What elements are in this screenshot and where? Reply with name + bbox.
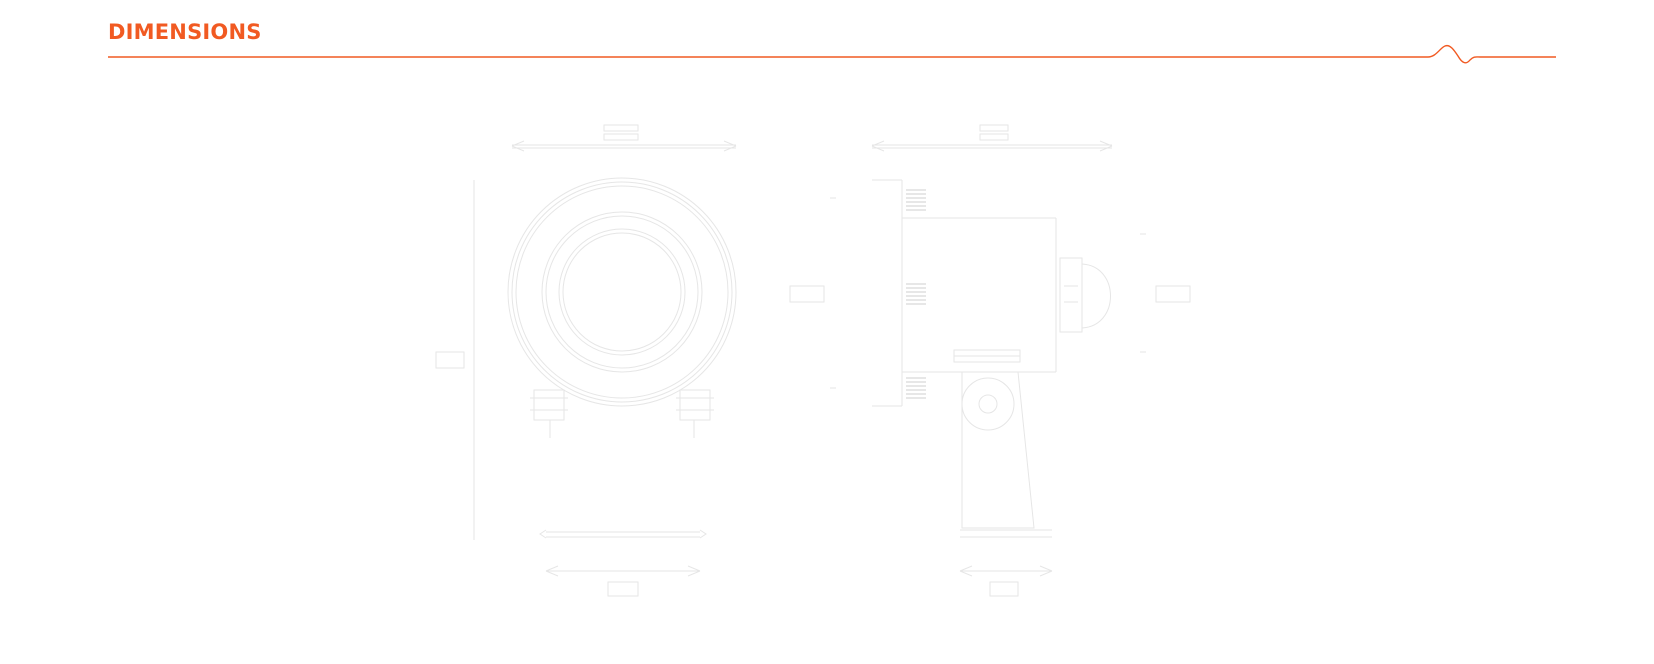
front-foot-left: [533, 389, 565, 421]
front-ring-inner-2: [562, 232, 682, 352]
front-bottom-arrow-right: [687, 565, 701, 577]
front-top-dim-label-2: [603, 133, 639, 141]
front-base-cap-right: [699, 529, 707, 539]
front-ring-mid-2: [545, 215, 699, 369]
side-bottom-arrow-right: [1039, 565, 1053, 577]
front-bottom-dim-label: [607, 581, 639, 597]
front-bottom-arrow-left: [545, 565, 559, 577]
side-pedestal-leg: [961, 371, 1035, 529]
side-view: [789, 124, 1191, 597]
side-bottom-arrow-left: [959, 565, 973, 577]
side-flange-hatch: [906, 189, 926, 399]
front-foot-right: [679, 389, 711, 421]
header-rule: [108, 44, 1556, 64]
header-rule-line: [108, 44, 1556, 64]
side-bearing-cap: [1059, 257, 1083, 333]
front-top-arrow-left: [511, 140, 525, 152]
side-bottom-dim-label: [989, 581, 1019, 597]
front-view: [435, 124, 737, 597]
front-ring-mid: [541, 211, 703, 373]
front-top-dim-label: [603, 124, 639, 132]
side-bearing-dome: [1081, 263, 1111, 329]
side-shaft-hole: [961, 377, 1015, 431]
side-top-dim-label-2: [979, 133, 1009, 141]
front-ring-outer-2: [511, 181, 733, 403]
front-ring-outer: [507, 177, 737, 407]
side-right-dim-label: [1155, 285, 1191, 303]
side-left-dim-label: [789, 285, 825, 303]
section-header: DIMENSIONS: [0, 0, 1654, 70]
side-top-arrow-right: [1099, 140, 1113, 152]
side-top-arrow-left: [871, 140, 885, 152]
front-top-arrow-right: [723, 140, 737, 152]
front-left-dim-label: [435, 351, 465, 369]
side-shaft-hole-inner: [978, 394, 998, 414]
front-ring-inner: [558, 228, 686, 356]
section-title: DIMENSIONS: [108, 20, 262, 44]
front-base-cap-left: [539, 529, 547, 539]
side-top-dim-label: [979, 124, 1009, 132]
front-ring-outer-3: [515, 185, 729, 399]
